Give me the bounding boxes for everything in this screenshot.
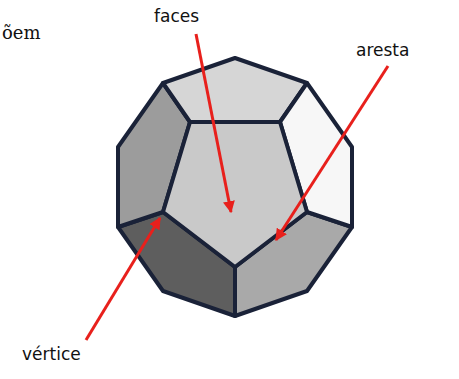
dodecahedron [118, 58, 352, 316]
leader-arrow [196, 34, 231, 212]
partial-text: õem [2, 22, 41, 44]
callout-label: faces [154, 6, 199, 26]
face-front [163, 122, 307, 267]
leader-arrows [86, 34, 388, 340]
callout-label: aresta [356, 40, 409, 60]
leader-arrow [276, 66, 388, 240]
leader-arrow [86, 218, 160, 340]
callout-label: vértice [22, 344, 81, 364]
